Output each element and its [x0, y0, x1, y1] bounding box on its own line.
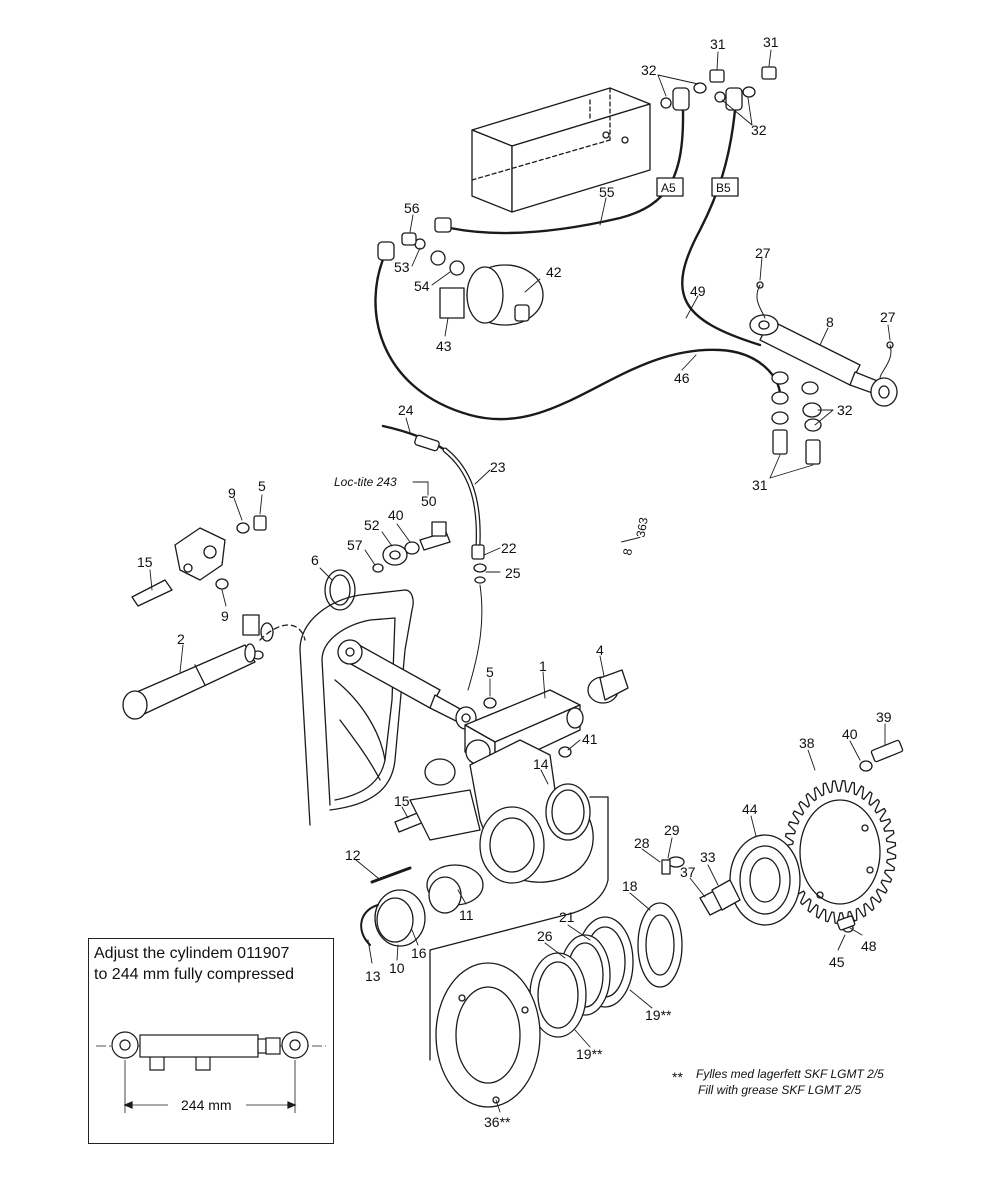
part-label-24: 24: [398, 402, 414, 418]
part-label-32-cylinder: 32: [837, 402, 853, 418]
part-label-5-top: 5: [258, 478, 266, 494]
part-label-28: 28: [634, 835, 650, 851]
part-label-33: 33: [700, 849, 716, 865]
part-label-9-top: 9: [228, 485, 236, 501]
shaft-drawing: [122, 624, 306, 720]
swivel-arm-drawing: [394, 739, 609, 1061]
grease-note-stars: **: [672, 1069, 683, 1085]
part-label-1: 1: [539, 658, 547, 674]
part-label-38: 38: [799, 735, 815, 751]
part-label-23: 23: [490, 459, 506, 475]
part-label-48: 48: [861, 938, 877, 954]
part-label-16: 16: [411, 945, 427, 961]
part-label-25: 25: [505, 565, 521, 581]
part-label-45: 45: [829, 954, 845, 970]
part-label-42: 42: [546, 264, 562, 280]
part-label-32-top: 32: [641, 62, 657, 78]
inset-cylinder-drawing: 244 mm: [95, 1030, 326, 1113]
inset-instructions: Adjust the cylindem 011907 to 244 mm ful…: [94, 943, 294, 985]
cylinder-adjust-inset: Adjust the cylindem 011907 to 244 mm ful…: [88, 938, 334, 1144]
grease-note-english: Fill with grease SKF LGMT 2/5: [698, 1083, 861, 1097]
part-labels: 31 31 32 32 56 55 53 42 54 43 27 27 49 8…: [137, 34, 896, 1130]
page-ref-number: 8: [620, 547, 635, 556]
slewing-bearing-drawing: [661, 834, 856, 933]
part-label-49: 49: [690, 283, 706, 299]
part-label-12: 12: [345, 847, 361, 863]
part-label-11: 11: [459, 907, 474, 923]
part-label-14: 14: [533, 756, 549, 772]
part-label-9-bottom: 9: [221, 608, 229, 624]
connector-tag-a5: A5: [661, 181, 676, 195]
page-reference: 8 363: [620, 516, 651, 556]
part-label-50: 50: [421, 493, 437, 509]
part-label-27-top: 27: [755, 245, 771, 261]
part-label-15-left: 15: [137, 554, 153, 570]
part-label-53: 53: [394, 259, 410, 275]
inset-text-line-2: to 244 mm fully compressed: [94, 966, 295, 983]
bolt-washers-drawing: [324, 521, 451, 611]
part-label-6: 6: [311, 552, 319, 568]
part-label-31-cylinder: 31: [752, 477, 768, 493]
inner-cylinder-drawing: [337, 639, 477, 730]
gear-drawing: [783, 739, 904, 924]
hydraulic-hoses: [374, 108, 782, 421]
part-label-15-mid: 15: [394, 793, 410, 809]
bracket-drawing: [131, 515, 274, 660]
part-label-26: 26: [537, 928, 553, 944]
part-label-31-left: 31: [710, 36, 726, 52]
part-label-37: 37: [680, 864, 696, 880]
part-label-19-right: 19**: [645, 1007, 672, 1023]
part-label-57: 57: [347, 537, 363, 553]
connector-tag-b5: B5: [716, 181, 731, 195]
part-label-41: 41: [582, 731, 598, 747]
part-label-56: 56: [404, 200, 420, 216]
part-label-36: 36**: [484, 1114, 511, 1130]
page-ref-denominator: 363: [633, 516, 650, 538]
steering-cylinder-drawing: [749, 281, 898, 465]
part-label-55: 55: [599, 184, 615, 200]
part-label-8: 8: [826, 314, 834, 330]
loctite-note: Loc-tite 243: [334, 475, 397, 489]
filter-drawing: [377, 217, 544, 326]
part-label-43: 43: [436, 338, 452, 354]
leader-lines: [149, 49, 891, 1113]
part-label-40-top: 40: [388, 507, 404, 523]
part-label-29: 29: [664, 822, 680, 838]
part-label-27-right: 27: [880, 309, 896, 325]
part-label-31-right: 31: [763, 34, 779, 50]
bearings-drawing: [529, 902, 683, 1038]
base-flange-drawing: [435, 962, 541, 1108]
grease-note-swedish: Fylles med lagerfett SKF LGMT 2/5: [696, 1067, 884, 1081]
part-label-32-right: 32: [751, 122, 767, 138]
part-label-10: 10: [389, 960, 405, 976]
bushings-drawing: [360, 864, 484, 947]
grease-note: ** Fylles med lagerfett SKF LGMT 2/5 Fil…: [672, 1067, 884, 1097]
part-label-4: 4: [596, 642, 604, 658]
inset-text-line-1: Adjust the cylindem 011907: [94, 945, 290, 962]
part-label-5-mid: 5: [486, 664, 494, 680]
oil-tank-drawing: [471, 87, 651, 213]
frame-plate-drawing: [299, 589, 414, 826]
part-label-2: 2: [177, 631, 185, 647]
part-label-44: 44: [742, 801, 758, 817]
part-label-18: 18: [622, 878, 638, 894]
part-label-21: 21: [559, 909, 575, 925]
connector-tags: [656, 177, 739, 197]
part-label-46: 46: [674, 370, 690, 386]
part-label-39: 39: [876, 709, 892, 725]
part-label-54: 54: [414, 278, 430, 294]
part-label-13: 13: [365, 968, 381, 984]
part-label-22: 22: [501, 540, 517, 556]
part-label-52: 52: [364, 517, 380, 533]
part-label-19-left: 19**: [576, 1046, 603, 1062]
cable-drawing: [381, 424, 487, 691]
part-label-40-right: 40: [842, 726, 858, 742]
inset-dimension-label: 244 mm: [181, 1097, 232, 1113]
hose-fittings-top: [660, 66, 777, 111]
